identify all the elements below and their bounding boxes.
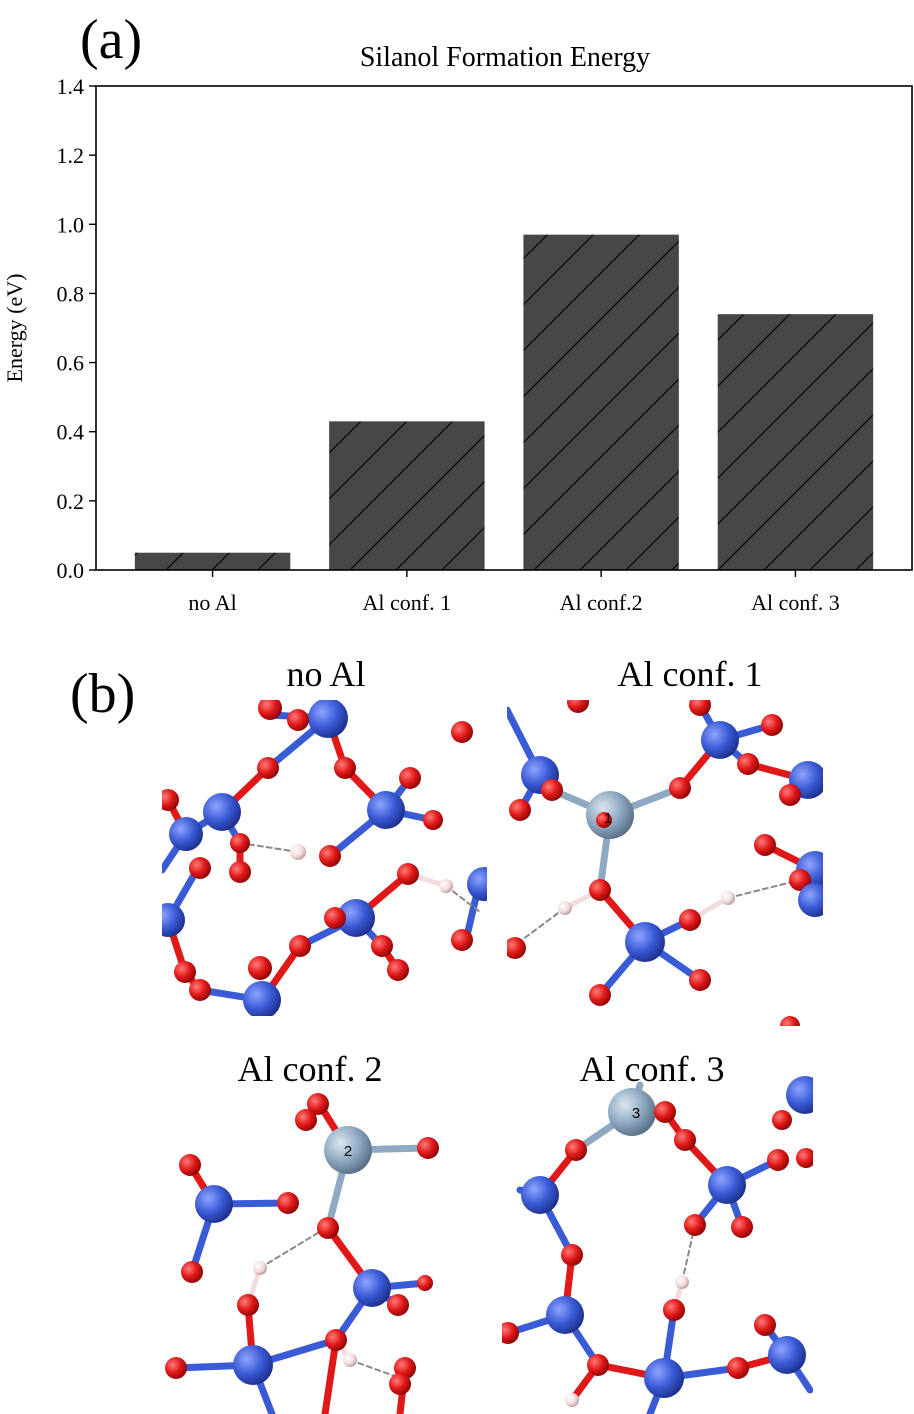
chart-title: Silanol Formation Energy bbox=[360, 42, 650, 73]
structure-al-conf-3: 3 bbox=[502, 1076, 813, 1414]
structure-title-al-conf-3: Al conf. 3 bbox=[580, 1049, 725, 1089]
y-tick-label: 0.2 bbox=[57, 489, 85, 514]
structure-al-conf-1: 1 bbox=[507, 700, 823, 1026]
structure-title-no-al: no Al bbox=[286, 654, 365, 694]
y-tick-label: 1.0 bbox=[57, 212, 85, 237]
al-marker-3: 3 bbox=[632, 1105, 640, 1122]
y-tick-label: 0.6 bbox=[57, 351, 85, 376]
al-marker-2: 2 bbox=[344, 1143, 352, 1160]
bars-group bbox=[134, 234, 874, 570]
y-tick-label: 0.0 bbox=[57, 558, 85, 583]
x-ticks: no Al Al conf. 1 Al conf.2 Al conf. 3 bbox=[188, 570, 840, 615]
al-marker-1: 1 bbox=[604, 810, 612, 827]
structure-no-al bbox=[162, 700, 487, 1016]
y-tick-label: 0.8 bbox=[57, 281, 85, 306]
structure-title-al-conf-2: Al conf. 2 bbox=[238, 1049, 383, 1089]
bar-chart: Silanol Formation Energy Energy (eV) 0.0… bbox=[2, 42, 913, 615]
structure-title-al-conf-1: Al conf. 1 bbox=[618, 654, 763, 694]
panel-label-b: (b) bbox=[70, 663, 135, 725]
structure-al-conf-2: 2 bbox=[165, 1093, 439, 1414]
bar-3 bbox=[523, 234, 679, 570]
y-tick-label: 0.4 bbox=[57, 420, 85, 445]
plot-frame bbox=[95, 85, 913, 571]
x-tick-label: Al conf. 1 bbox=[363, 590, 452, 615]
y-tick-label: 1.4 bbox=[57, 74, 85, 99]
x-tick-label: Al conf. 3 bbox=[751, 590, 840, 615]
y-ticks: 0.0 0.2 0.4 0.6 0.8 1.0 1.2 1.4 bbox=[57, 74, 96, 583]
y-axis-label: Energy (eV) bbox=[2, 274, 27, 383]
bar-2 bbox=[329, 421, 485, 570]
y-tick-label: 1.2 bbox=[57, 143, 85, 168]
panel-label-a: (a) bbox=[80, 9, 142, 71]
x-tick-label: no Al bbox=[188, 590, 236, 615]
bar-4 bbox=[717, 314, 874, 570]
x-tick-label: Al conf.2 bbox=[560, 590, 643, 615]
bar-1 bbox=[134, 552, 291, 570]
